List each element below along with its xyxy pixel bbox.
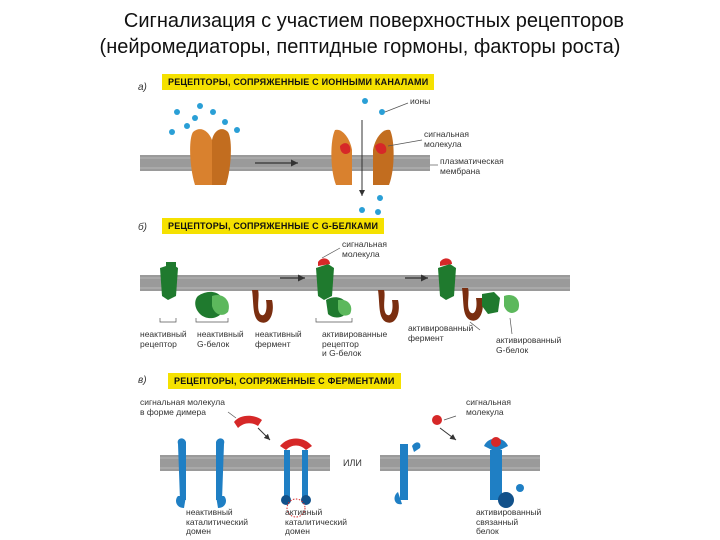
panel-b-graphics	[140, 247, 570, 335]
panel-c-banner: РЕЦЕПТОРЫ, СОПРЯЖЕННЫЕ С ФЕРМЕНТАМИ	[168, 373, 401, 389]
panel-a-graphics	[140, 98, 438, 215]
closed-ion-channel	[190, 129, 231, 185]
activated-gprotein-b	[326, 297, 352, 318]
title-line-1: Сигнализация с участием поверхностных ре…	[123, 10, 625, 32]
title-line-2: (нейромедиаторы, пептидные гормоны, факт…	[99, 36, 621, 58]
inactive-rtk-pair	[176, 438, 226, 508]
inactive-receptor	[160, 262, 178, 300]
activated-gprotein	[482, 292, 520, 314]
label-or: ИЛИ	[343, 458, 362, 468]
activated-receptor	[316, 258, 334, 300]
panel-a-banner: РЕЦЕПТОРЫ, СОПРЯЖЕННЫЕ С ИОННЫМИ КАНАЛАМ…	[162, 74, 435, 90]
panel-b-banner: РЕЦЕПТОРЫ, СОПРЯЖЕННЫЕ С G-БЕЛКАМИ	[162, 218, 385, 234]
inactive-enzyme-2	[378, 290, 399, 323]
activated-rtk-bound	[484, 437, 524, 508]
inactive-rtk-single	[394, 442, 421, 505]
active-rtk-dimer	[280, 438, 312, 518]
panel-c-letter: в)	[138, 375, 147, 386]
activated-enzyme	[462, 288, 483, 321]
membrane-b	[140, 275, 570, 291]
open-ion-channel	[331, 129, 394, 185]
ions-top-left	[169, 103, 240, 135]
ions-around-open	[359, 98, 385, 215]
dimer-ligand	[234, 415, 262, 428]
label-ions: ионы	[410, 96, 431, 106]
activated-receptor-3	[438, 258, 456, 300]
panel-a-letter: а)	[138, 82, 147, 93]
signal-molecule-c	[432, 415, 442, 425]
inactive-enzyme	[252, 290, 273, 323]
panel-b-letter: б)	[138, 222, 147, 233]
slide-title: Сигнализация с участием поверхностных ре…	[0, 8, 720, 60]
panel-c-graphics	[160, 411, 540, 518]
inactive-gprotein	[195, 291, 229, 319]
